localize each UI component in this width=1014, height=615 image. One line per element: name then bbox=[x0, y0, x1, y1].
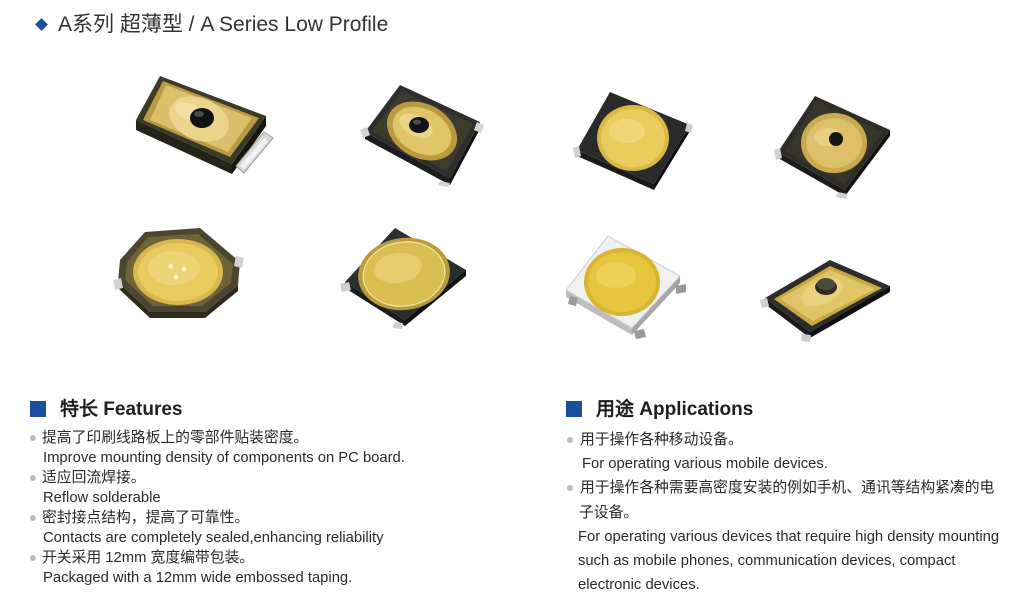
feature-text-zh: 适应回流焊接。 bbox=[42, 470, 146, 486]
application-text-en: electronic devices. bbox=[578, 577, 700, 594]
switch-actuator bbox=[815, 278, 837, 295]
list-item: 密封接点结构，提高了可靠性。 Contacts are completely s… bbox=[30, 508, 405, 548]
application-text-en: For operating various devices that requi… bbox=[578, 528, 1000, 545]
features-heading: 特长 Features bbox=[60, 399, 183, 420]
blue-square-icon bbox=[566, 401, 582, 417]
switch-terminals bbox=[113, 256, 244, 290]
product-image-6 bbox=[340, 228, 466, 329]
switch-dome bbox=[133, 239, 223, 305]
switch-terminals bbox=[340, 282, 403, 329]
product-image-1 bbox=[136, 76, 274, 174]
feature-text-en: Reflow solderable bbox=[43, 490, 161, 506]
product-image-7 bbox=[565, 235, 686, 339]
bullet-dot-icon bbox=[30, 435, 36, 441]
product-image-2 bbox=[360, 85, 484, 187]
application-text-zh: 用于操作各种移动设备。 bbox=[580, 432, 743, 448]
blue-square-icon bbox=[30, 401, 46, 417]
switch-actuator bbox=[190, 108, 214, 128]
list-item: 用于操作各种移动设备。 For operating various mobile… bbox=[566, 428, 999, 476]
product-image-3 bbox=[573, 92, 693, 190]
bullet-dot-icon bbox=[567, 437, 573, 443]
feature-text-en: Improve mounting density of components o… bbox=[43, 450, 405, 466]
switch-dome bbox=[597, 105, 669, 171]
switch-terminals bbox=[760, 298, 811, 342]
switch-terminals bbox=[235, 131, 274, 174]
applications-list: 用于操作各种移动设备。 For operating various mobile… bbox=[566, 428, 999, 597]
switch-terminals bbox=[568, 284, 686, 339]
switch-dome bbox=[584, 248, 660, 316]
list-item: 开关采用 12mm 宽度编带包装。 Packaged with a 12mm w… bbox=[30, 548, 405, 588]
application-text-zh: 用于操作各种需要高密度安装的例如手机、通讯等结构紧凑的电 bbox=[580, 480, 995, 497]
product-gallery bbox=[113, 76, 890, 342]
application-text-en: For operating various mobile devices. bbox=[582, 456, 828, 473]
page-title: A系列 超薄型 / A Series Low Profile bbox=[58, 13, 389, 36]
feature-text-en: Packaged with a 12mm wide embossed tapin… bbox=[43, 570, 353, 586]
feature-text-zh: 开关采用 12mm 宽度编带包装。 bbox=[42, 550, 255, 566]
feature-text-en: Contacts are completely sealed,enhancing… bbox=[43, 530, 384, 546]
bullet-dot-icon bbox=[30, 555, 36, 561]
product-image-4 bbox=[774, 96, 890, 199]
bullet-dot-icon bbox=[567, 485, 573, 492]
list-item: 提高了印刷线路板上的零部件贴装密度。 Improve mounting dens… bbox=[30, 428, 405, 468]
application-text-zh: 子设备。 bbox=[579, 504, 639, 521]
product-image-5 bbox=[113, 228, 244, 318]
bullet-dot-icon bbox=[30, 515, 36, 521]
feature-text-zh: 提高了印刷线路板上的零部件贴装密度。 bbox=[42, 430, 309, 446]
bullet-dot-icon bbox=[30, 475, 36, 481]
switch-terminals bbox=[360, 122, 484, 187]
application-text-en: such as mobile phones, communication dev… bbox=[578, 553, 956, 570]
product-image-8 bbox=[760, 260, 890, 342]
switch-contact-dots bbox=[168, 263, 187, 280]
feature-text-zh: 密封接点结构，提高了可靠性。 bbox=[42, 510, 250, 526]
switch-actuator bbox=[409, 117, 429, 133]
applications-heading: 用途 Applications bbox=[596, 399, 754, 420]
switch-dome bbox=[358, 237, 450, 311]
switch-actuator bbox=[829, 132, 843, 146]
list-item: 适应回流焊接。 Reflow solderable bbox=[30, 468, 405, 508]
features-list: 提高了印刷线路板上的零部件贴装密度。 Improve mounting dens… bbox=[30, 428, 405, 588]
switch-terminals bbox=[774, 148, 848, 199]
list-item: 用于操作各种需要高密度安装的例如手机、通讯等结构紧凑的电 子设备。 For op… bbox=[566, 476, 999, 597]
switch-dome bbox=[774, 266, 882, 326]
switch-terminals bbox=[573, 123, 693, 158]
